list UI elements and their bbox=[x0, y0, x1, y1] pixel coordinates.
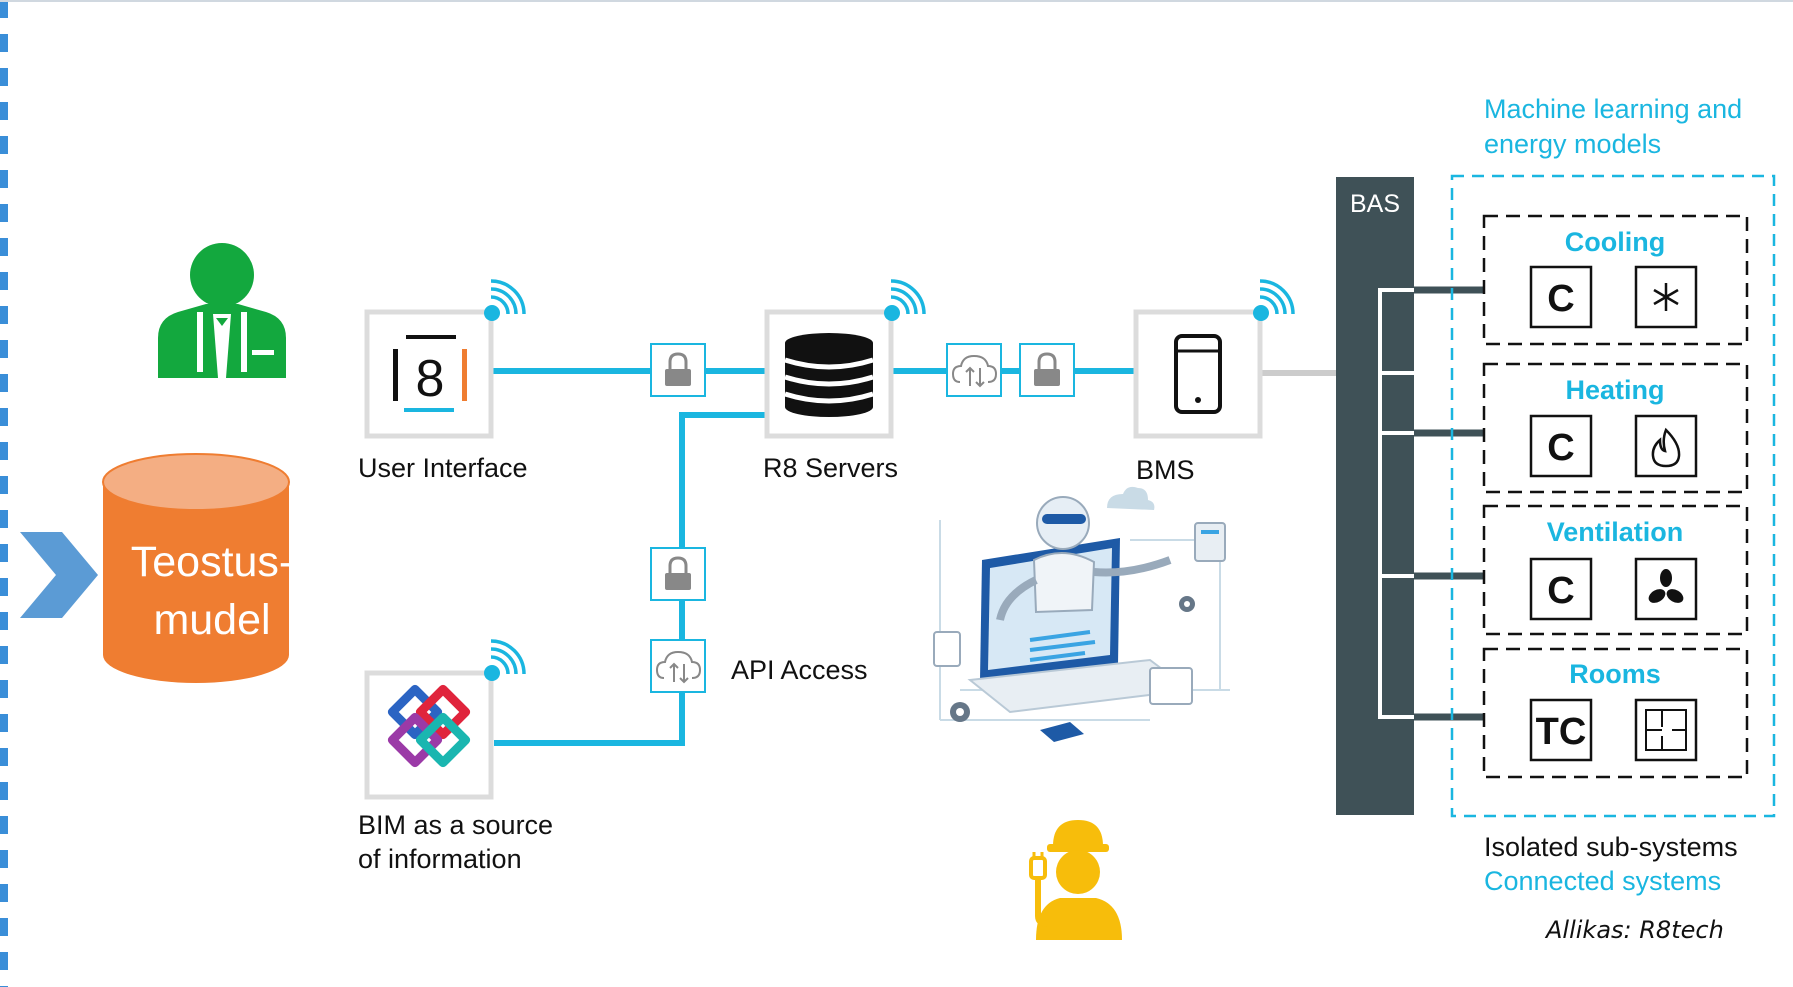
cloud-sync-box-2 bbox=[650, 639, 706, 693]
bas-bar bbox=[1336, 177, 1414, 815]
subsystem-heating-title: Heating bbox=[1565, 375, 1664, 405]
floorplan-icon bbox=[1645, 709, 1687, 751]
subsystem-cooling: Cooling C bbox=[1482, 214, 1749, 346]
ml-header-line1: Machine learning and bbox=[1484, 94, 1742, 124]
r8-servers-node bbox=[764, 279, 926, 439]
api-access-label: API Access bbox=[731, 655, 868, 685]
chevron-arrow-icon bbox=[20, 532, 98, 618]
bms-node bbox=[1133, 279, 1295, 439]
robot-ai-illustration bbox=[933, 486, 1230, 742]
user-interface-node: 8 bbox=[364, 279, 526, 439]
business-person-icon bbox=[158, 243, 286, 378]
bas-branches bbox=[1378, 286, 1485, 721]
technician-icon bbox=[1029, 820, 1122, 940]
r8-servers-label: R8 Servers bbox=[763, 453, 898, 483]
bim-node bbox=[364, 639, 526, 800]
fan-icon bbox=[1648, 569, 1684, 603]
bim-label-line2: of information bbox=[358, 844, 522, 874]
legend-isolated: Isolated sub-systems bbox=[1484, 832, 1738, 862]
cooling-tile-letter: C bbox=[1547, 278, 1574, 320]
subsystem-heating: Heating C bbox=[1482, 362, 1749, 494]
subsystem-ventilation-title: Ventilation bbox=[1547, 517, 1684, 547]
bms-label: BMS bbox=[1136, 455, 1195, 485]
ui-logo-text: 8 bbox=[416, 350, 445, 408]
bas-label: BAS bbox=[1350, 190, 1400, 218]
subsystem-cooling-title: Cooling bbox=[1565, 227, 1665, 257]
lock-box-3 bbox=[650, 547, 706, 601]
subsystem-ventilation: Ventilation C bbox=[1482, 504, 1749, 636]
snowflake-icon bbox=[1653, 283, 1679, 311]
legend-connected: Connected systems bbox=[1484, 866, 1721, 896]
lock-box-1 bbox=[650, 343, 706, 397]
source-credit: Allikas: R8tech bbox=[1544, 916, 1724, 944]
ventilation-tile-letter: C bbox=[1547, 570, 1574, 612]
user-interface-label: User Interface bbox=[358, 453, 528, 483]
subsystem-rooms-title: Rooms bbox=[1569, 659, 1661, 689]
ml-dashed-box bbox=[1450, 174, 1776, 818]
ml-header-line2: energy models bbox=[1484, 129, 1661, 159]
subsystem-rooms: Rooms TC bbox=[1482, 647, 1749, 779]
heating-tile-letter: C bbox=[1547, 427, 1574, 469]
flame-icon bbox=[1651, 427, 1681, 468]
rooms-tile-letter: TC bbox=[1536, 711, 1587, 753]
database-cylinder: Teostus- mudel bbox=[102, 453, 294, 683]
bim-label-line1: BIM as a source bbox=[358, 810, 553, 840]
database-label-line2: mudel bbox=[153, 596, 270, 644]
cloud-sync-box-1 bbox=[946, 343, 1002, 397]
lock-box-2 bbox=[1019, 343, 1075, 397]
database-label-line1: Teostus- bbox=[131, 538, 294, 586]
